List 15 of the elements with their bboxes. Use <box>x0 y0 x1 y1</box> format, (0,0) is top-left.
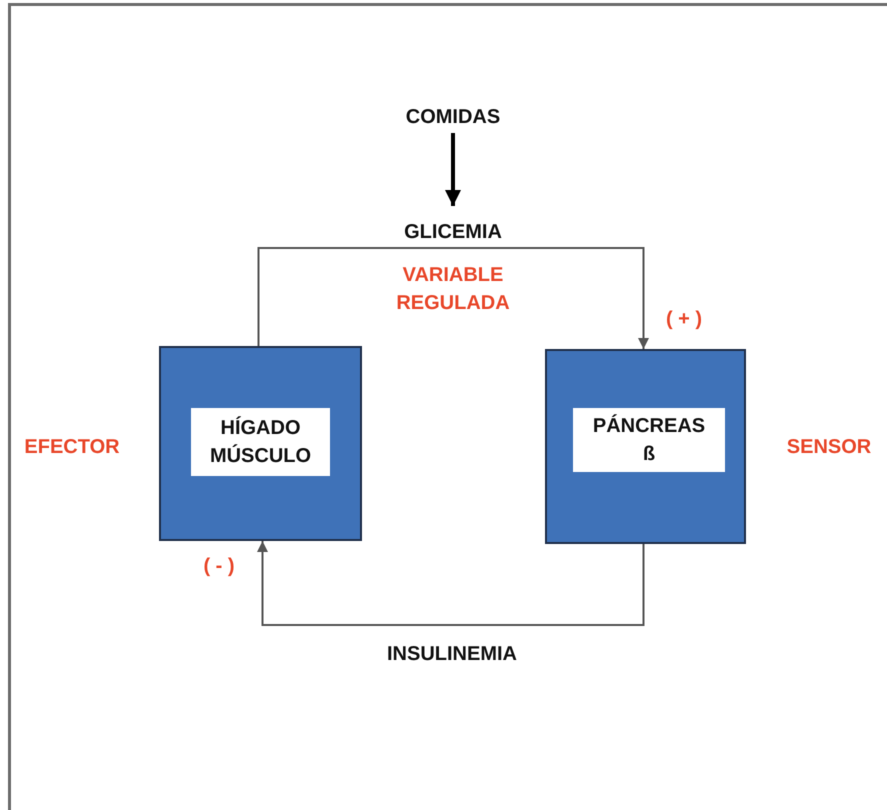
arrow <box>258 247 649 349</box>
node-label: GLICEMIA <box>404 218 502 246</box>
annotation-text: ( - ) <box>203 554 235 579</box>
arrow <box>257 541 644 626</box>
annotation-text: VARIABLE REGULADA <box>395 263 511 316</box>
edge-label: INSULINEMIA <box>387 642 517 667</box>
process-box <box>159 346 362 541</box>
annotation-text: ( + ) <box>666 307 702 332</box>
label-box: HÍGADO MÚSCULO <box>191 408 330 476</box>
annotation-text: SENSOR <box>786 435 872 460</box>
arrow <box>445 133 461 206</box>
annotation-text: EFECTOR <box>24 435 120 460</box>
node-label: COMIDAS <box>406 103 500 131</box>
process-box <box>545 349 746 544</box>
label-box: PÁNCREAS ß <box>573 408 725 472</box>
